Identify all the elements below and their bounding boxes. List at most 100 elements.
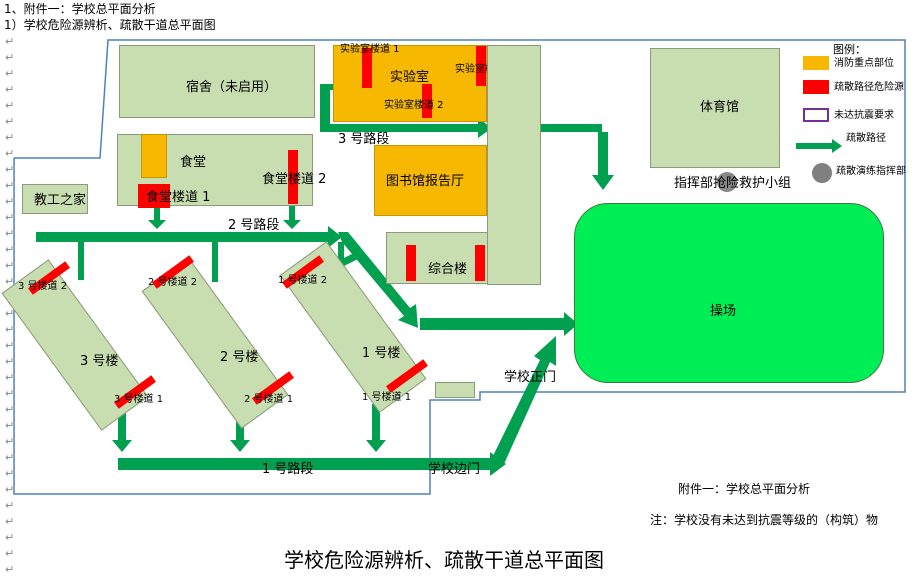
legend-title: 图例： [833, 43, 866, 56]
b2-label: 2 号楼 [220, 350, 259, 365]
canteen-label: 食堂 [180, 155, 207, 170]
caption: 学校危险源辨析、疏散干道总平面图 [284, 548, 604, 572]
b2-down-arrow [230, 406, 250, 452]
b1-label: 1 号楼 [362, 346, 401, 361]
legend-swatch-hazard [803, 80, 829, 94]
paragraph-mark: ↵ [5, 115, 15, 128]
paragraph-mark: ↵ [5, 515, 15, 528]
gym-building [650, 48, 780, 168]
paragraph-mark: ↵ [5, 83, 15, 96]
lab-building [333, 45, 487, 122]
paragraph-mark: ↵ [5, 243, 15, 256]
b3-connector [78, 242, 84, 280]
b1-down-arrow [366, 404, 386, 452]
paragraph-mark: ↵ [5, 227, 15, 240]
lab-stair-3-hazard [476, 46, 486, 86]
road-1-arrow [118, 452, 506, 476]
command-post-label: 指挥部抢险救护小组 [674, 176, 792, 191]
paragraph-mark: ↵ [5, 163, 15, 176]
paragraph-mark: ↵ [5, 275, 15, 288]
paragraph-mark: ↵ [5, 307, 15, 320]
lab-stair-3-label: 实验室楼道 3 [455, 64, 515, 75]
road-3-vertical [320, 84, 330, 130]
canteen-stair-1-label: 食堂楼道 1 [146, 190, 211, 205]
side-gate-label: 学校边门 [428, 462, 481, 477]
canteen-stair-1-hazard [138, 184, 170, 208]
playground [574, 203, 884, 383]
legend-label-seismic: 未达抗震要求 [834, 110, 894, 121]
paragraph-mark: ↵ [5, 387, 15, 400]
lab-stair-1-label: 实验室楼道 1 [340, 44, 400, 55]
paragraph-mark: ↵ [5, 211, 15, 224]
staff-home-label: 教工之家 [34, 193, 87, 208]
playground-arrow [420, 312, 578, 336]
main-gate-arrow [492, 336, 556, 464]
lab-corridor-building [487, 45, 541, 285]
paragraph-mark: ↵ [5, 467, 15, 480]
b2-stair-1-label: 2 号楼道 1 [244, 394, 294, 405]
legend-label-path: 疏散路径 [846, 133, 886, 144]
legend-label-fire: 消防重点部位 [834, 58, 894, 69]
paragraph-mark: ↵ [5, 259, 15, 272]
school-boundary [13, 39, 906, 495]
road-2-label: 2 号路段 [228, 218, 280, 233]
paragraph-mark: ↵ [5, 35, 15, 48]
legend-swatch-seismic [803, 108, 829, 122]
canteen-stair-2-arrow [283, 205, 301, 229]
gym-arrow-down [592, 132, 614, 190]
header-line-2: 1）学校危险源辨析、疏散干道总平面图 [4, 18, 216, 32]
lab-stair-1-hazard [362, 48, 372, 88]
complex-stair-right-hazard [475, 245, 485, 281]
playground-label: 操场 [710, 304, 737, 319]
paragraph-mark: ↵ [5, 451, 15, 464]
gate-house [435, 382, 475, 398]
b3-label: 3 号楼 [80, 354, 119, 369]
paragraph-mark: ↵ [5, 483, 15, 496]
main-gate-label: 学校正门 [504, 370, 557, 385]
library-building [374, 145, 487, 216]
road-3-arrow [320, 118, 492, 138]
canteen-stair-2-label: 食堂楼道 2 [262, 172, 327, 187]
b1-stair-2-label: 1 号楼道 2 [278, 275, 328, 286]
road-1-label: 1 号路段 [262, 462, 314, 477]
b3-down-arrow [112, 412, 132, 452]
paragraph-mark: ↵ [5, 419, 15, 432]
canteen-stair-1-arrow [148, 205, 166, 229]
appendix-label: 附件一：学校总平面分析 [678, 482, 811, 496]
library-label: 图书馆报告厅 [386, 174, 465, 189]
canteen-stair-2-hazard [288, 150, 298, 204]
b1-stair-1-label: 1 号楼道 1 [362, 392, 412, 403]
paragraph-mark: ↵ [5, 547, 15, 560]
complex-label: 综合楼 [428, 262, 468, 277]
b2-stair-2-label: 2 号楼道 2 [148, 277, 198, 288]
legend-swatch-fire [803, 56, 829, 70]
paragraph-mark: ↵ [5, 355, 15, 368]
paragraph-mark: ↵ [5, 99, 15, 112]
paragraph-mark: ↵ [5, 51, 15, 64]
complex-building [386, 232, 488, 284]
gym-label: 体育馆 [700, 100, 740, 115]
header-line-1: 1、附件一：学校总平面分析 [4, 2, 156, 16]
paragraph-mark: ↵ [5, 323, 15, 336]
legend-path-arrow [796, 139, 842, 153]
paragraph-mark: ↵ [5, 339, 15, 352]
paragraph-mark: ↵ [5, 179, 15, 192]
command-post-circle [717, 172, 737, 192]
lab-stair-2-hazard [422, 84, 432, 118]
lab-label: 实验室 [390, 70, 430, 85]
paragraph-mark: ↵ [5, 499, 15, 512]
paragraph-mark: ↵ [5, 147, 15, 160]
complex-connector [340, 252, 360, 266]
b3-stair-2-label: 3 号楼道 2 [18, 281, 68, 292]
paragraph-mark: ↵ [5, 403, 15, 416]
road-2-arrow [36, 226, 342, 248]
staff-home-building [22, 184, 88, 214]
paragraph-mark: ↵ [5, 435, 15, 448]
dormitory-label: 宿舍（未启用） [186, 80, 278, 95]
b2-connector [212, 242, 218, 282]
dormitory-building [119, 45, 315, 118]
legend-label-hazard: 疏散路径危险源 [834, 82, 904, 93]
paragraph-mark: ↵ [5, 67, 15, 80]
canteen-fire-key [141, 134, 167, 178]
paragraph-mark: ↵ [5, 371, 15, 384]
